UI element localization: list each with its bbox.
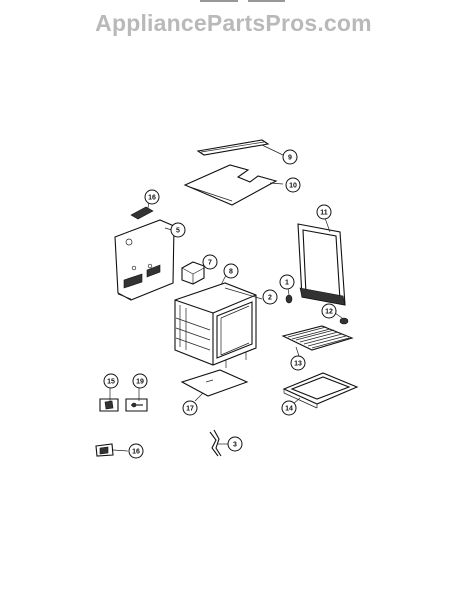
callout-3: 3	[227, 436, 243, 452]
part-10-top-panel	[183, 164, 284, 206]
callout-3-label: 3	[233, 442, 237, 449]
part-12-clip	[334, 312, 349, 325]
callout-16-upper: 16	[144, 189, 160, 205]
callout-13: 13	[290, 355, 306, 371]
callout-1: 1	[279, 274, 295, 290]
callout-11-label: 11	[320, 210, 328, 217]
callout-14: 14	[281, 400, 297, 416]
callout-14-label: 14	[285, 406, 293, 413]
callout-12: 12	[321, 303, 337, 319]
callout-16-upper-label: 16	[148, 195, 156, 202]
part-14-bottom-tray	[282, 372, 359, 409]
part-17-bottom-plate	[180, 369, 249, 402]
callout-15: 15	[103, 373, 119, 389]
callout-19: 19	[132, 373, 148, 389]
part-9-top-trim	[196, 139, 284, 156]
callout-1-label: 1	[285, 280, 289, 287]
callout-10: 10	[285, 177, 301, 193]
part-1-fastener	[285, 287, 293, 304]
callout-17-label: 17	[186, 406, 194, 413]
callout-16-lower: 16	[128, 443, 144, 459]
callout-8-label: 8	[229, 269, 233, 276]
callout-10-label: 10	[289, 183, 297, 190]
callout-5: 5	[170, 222, 186, 238]
part-11-door	[297, 217, 346, 306]
callout-12-label: 12	[325, 309, 333, 316]
callout-9: 9	[282, 149, 298, 165]
callout-15-label: 15	[107, 379, 115, 386]
callout-9-label: 9	[288, 155, 292, 162]
callout-7-label: 7	[208, 260, 212, 267]
part-5-back-panel	[114, 219, 175, 301]
watermark: AppliancePartsPros.com	[95, 10, 372, 36]
callout-17: 17	[182, 400, 198, 416]
part-7-component	[181, 261, 207, 285]
top-edge-marks	[200, 0, 285, 2]
callout-11: 11	[316, 204, 332, 220]
part-19-connector	[125, 388, 148, 412]
part-13-oven-rack	[281, 325, 354, 357]
callout-8: 8	[223, 263, 239, 279]
part-3-igniter	[209, 429, 229, 457]
callout-7: 7	[202, 254, 218, 270]
callout-2-label: 2	[268, 295, 272, 302]
callout-16-lower-label: 16	[132, 449, 140, 456]
part-16-bracket-lower	[95, 443, 129, 457]
part-2-oven-chassis	[174, 282, 263, 368]
callout-2: 2	[262, 289, 278, 305]
callout-5-label: 5	[176, 228, 180, 235]
callout-19-label: 19	[136, 379, 144, 386]
part-15-connector	[99, 388, 119, 412]
callout-13-label: 13	[294, 361, 302, 368]
